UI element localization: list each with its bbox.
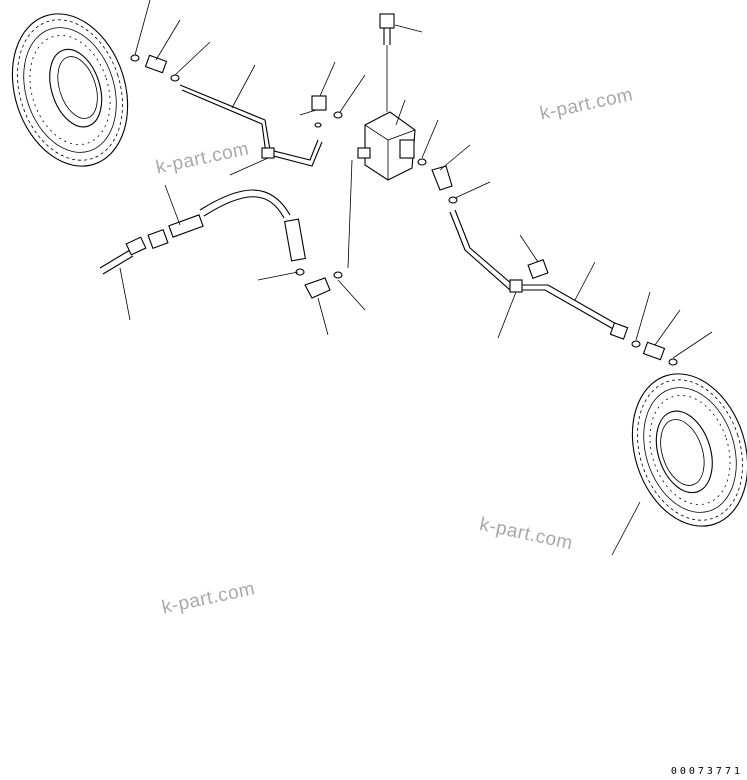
hose-end bbox=[168, 214, 204, 238]
brake-hose bbox=[199, 189, 291, 216]
connector-fitting bbox=[642, 341, 666, 361]
tube-clamp bbox=[261, 147, 275, 159]
lower-left-tube bbox=[99, 249, 131, 269]
o-ring bbox=[448, 196, 458, 204]
o-ring bbox=[130, 54, 140, 62]
hose-end bbox=[147, 228, 169, 250]
o-ring bbox=[417, 158, 427, 166]
o-ring bbox=[333, 111, 343, 119]
o-ring bbox=[333, 271, 343, 279]
brake-valve bbox=[357, 111, 416, 181]
left-brake-disc bbox=[11, 13, 129, 167]
mounting-bolt bbox=[379, 13, 395, 112]
o-ring bbox=[631, 340, 641, 348]
elbow-fitting bbox=[304, 277, 331, 299]
elbow-fitting bbox=[431, 165, 453, 191]
tee-fitting bbox=[311, 95, 327, 111]
tube-fitting bbox=[125, 236, 147, 256]
o-ring bbox=[668, 358, 678, 366]
hose-end bbox=[283, 218, 307, 262]
connector-fitting bbox=[609, 322, 629, 340]
o-ring bbox=[314, 122, 322, 128]
connector-fitting bbox=[144, 54, 168, 74]
leader-lines bbox=[119, 0, 713, 556]
o-ring bbox=[170, 74, 180, 82]
drawing-code: 00073771 bbox=[670, 766, 743, 777]
right-brake-disc bbox=[631, 373, 747, 527]
tube-clamp bbox=[509, 279, 523, 293]
connector-fitting bbox=[527, 258, 549, 280]
